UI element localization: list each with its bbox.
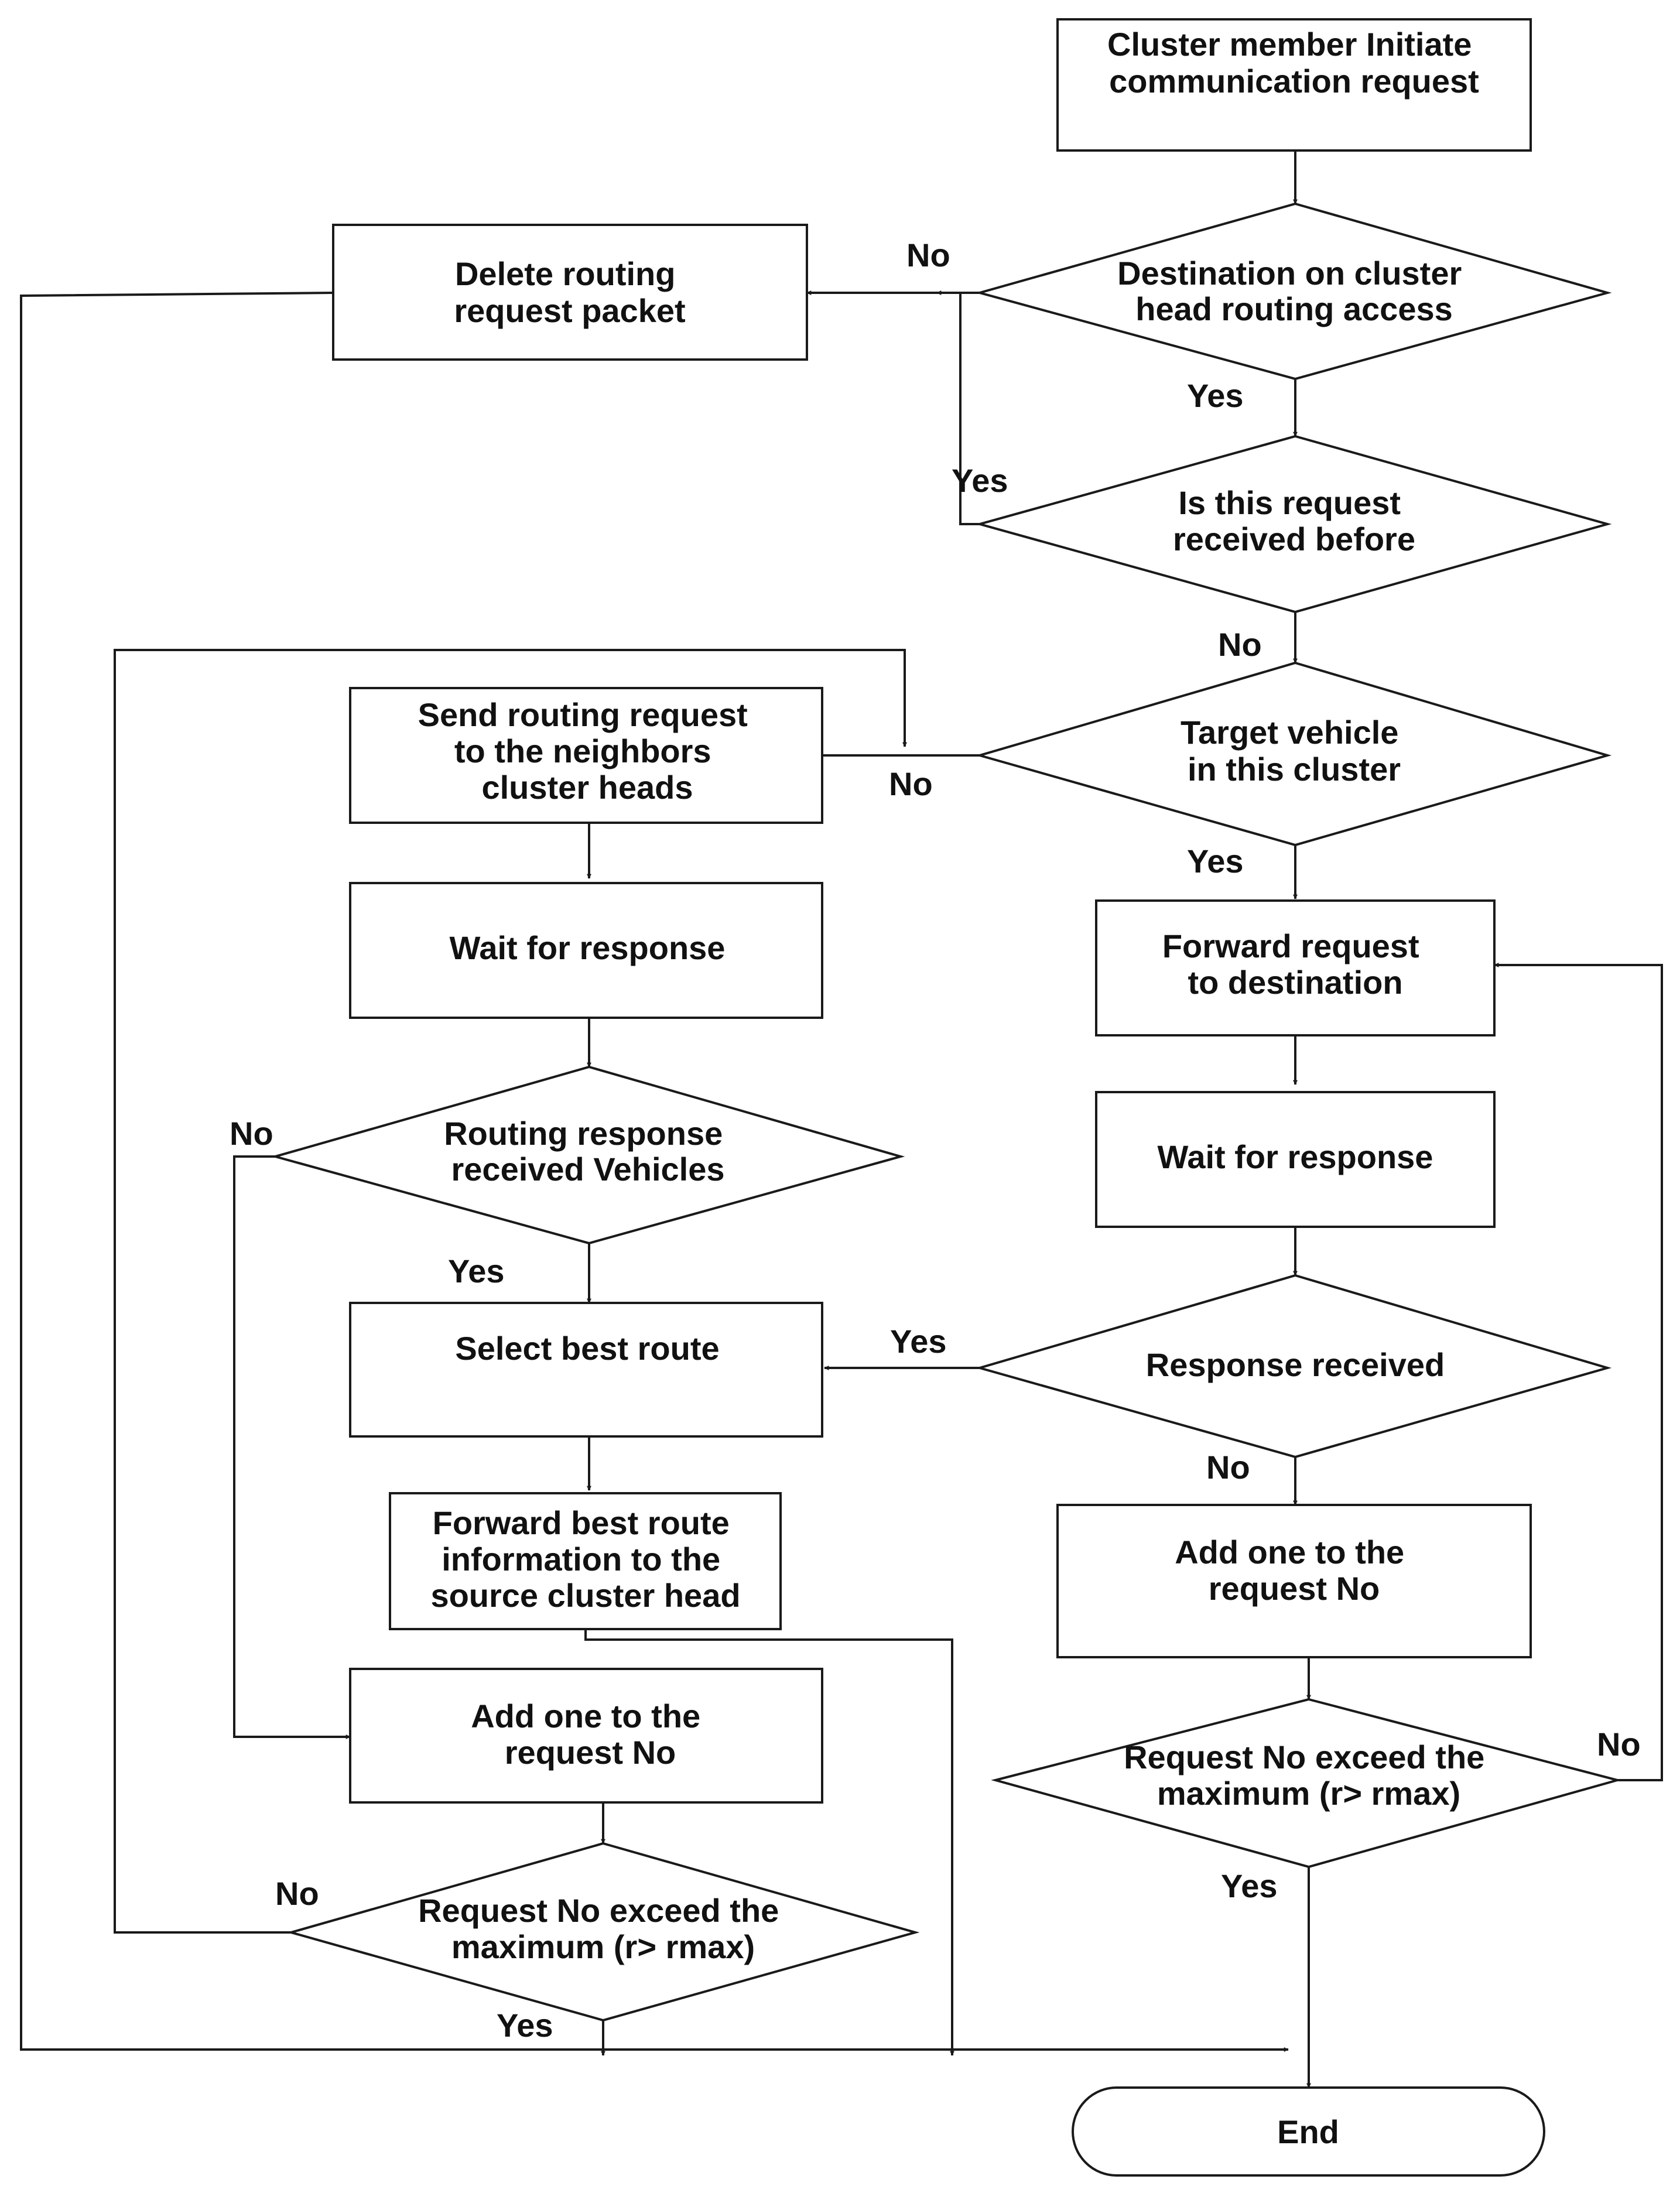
- decision-received-before-diamond: [975, 435, 1612, 614]
- label-exceed-right-yes: Yes: [1221, 1867, 1278, 1904]
- connector-exceed-right-no-loop: [1494, 963, 1663, 1781]
- decision-received-before-label: Is this request received before: [1173, 484, 1415, 557]
- add-one-right-box: [1056, 1504, 1532, 1658]
- send-request-label: Send routing request to the neighbors cl…: [418, 696, 757, 806]
- forward-request-label: Forward request to destination: [1162, 928, 1428, 1001]
- decision-target-vehicle-diamond: [975, 661, 1612, 847]
- add-one-left-label: Add one to the request No: [471, 1698, 710, 1771]
- add-one-right-label: Add one to the request No: [1175, 1534, 1414, 1607]
- decision-exceed-left-label: Request No exceed the maximum (r> rmax): [418, 1892, 788, 1965]
- label-routing-response-no: No: [230, 1115, 273, 1152]
- forward-request-box: [1095, 899, 1496, 1036]
- label-received-before-no: No: [1218, 626, 1262, 663]
- shapes: [271, 18, 1622, 2177]
- decision-exceed-right-diamond: [991, 1698, 1622, 1869]
- select-best-route-label: Select best route: [455, 1330, 719, 1367]
- label-target-no: No: [889, 765, 933, 802]
- delete-packet-box: [332, 224, 808, 361]
- label-destination-no: No: [906, 237, 950, 273]
- label-response-received-yes: Yes: [890, 1323, 947, 1360]
- decision-response-received-diamond: [975, 1274, 1612, 1459]
- connector-delete-to-bottom: [20, 292, 1289, 2052]
- decision-target-vehicle-label: Target vehicle in this cluster: [1181, 714, 1408, 788]
- label-exceed-left-yes: Yes: [497, 2007, 553, 2044]
- connector-received-before-yes-to-delete: [936, 290, 980, 525]
- select-best-route-box: [349, 1302, 823, 1438]
- connector-exceed-left-no-loop: [114, 649, 907, 1934]
- wait-response-right-label: Wait for response: [1158, 1138, 1433, 1175]
- node-labels: Cluster member Initiate communication re…: [418, 26, 1494, 2150]
- connector-forward-best-to-bottom: [584, 1629, 954, 2056]
- forward-best-route-box: [389, 1492, 782, 1630]
- decision-exceed-right-label: Request No exceed the maximum (r> rmax): [1124, 1739, 1494, 1812]
- wait-response-right-box: [1095, 1091, 1496, 1228]
- label-response-received-no: No: [1206, 1449, 1250, 1486]
- start-box: [1056, 18, 1532, 152]
- decision-destination-diamond: [975, 202, 1612, 381]
- edge-labels: No Yes Yes No No Yes No Yes Yes No No Ye…: [230, 237, 1641, 2044]
- end-terminator: [1072, 2086, 1545, 2177]
- decision-exceed-left-diamond: [286, 1842, 920, 2022]
- forward-best-route-label: Forward best route information to the so…: [430, 1504, 740, 1614]
- connectors: [20, 150, 1663, 2088]
- decision-response-received-label: Response received: [1146, 1346, 1445, 1383]
- wait-response-left-box: [349, 882, 823, 1019]
- label-exceed-left-no: No: [275, 1875, 319, 1912]
- connector-routing-response-no-to-add-left: [233, 1155, 351, 1739]
- label-destination-yes: Yes: [1187, 377, 1244, 414]
- start-label: Cluster member Initiate communication re…: [1107, 26, 1481, 100]
- label-target-yes: Yes: [1187, 843, 1244, 880]
- end-label: End: [1277, 2113, 1339, 2150]
- decision-routing-response-label: Routing response received Vehicles: [444, 1115, 732, 1188]
- decision-routing-response-diamond: [271, 1065, 905, 1245]
- label-received-before-yes: Yes: [952, 462, 1008, 499]
- label-routing-response-yes: Yes: [448, 1253, 505, 1289]
- wait-response-left-label: Wait for response: [450, 929, 726, 966]
- add-one-left-box: [349, 1668, 823, 1804]
- decision-destination-label: Destination on cluster head routing acce…: [1117, 255, 1471, 327]
- label-exceed-right-no: No: [1597, 1726, 1641, 1763]
- send-request-box: [349, 687, 823, 824]
- delete-packet-label: Delete routing request packet: [454, 255, 685, 329]
